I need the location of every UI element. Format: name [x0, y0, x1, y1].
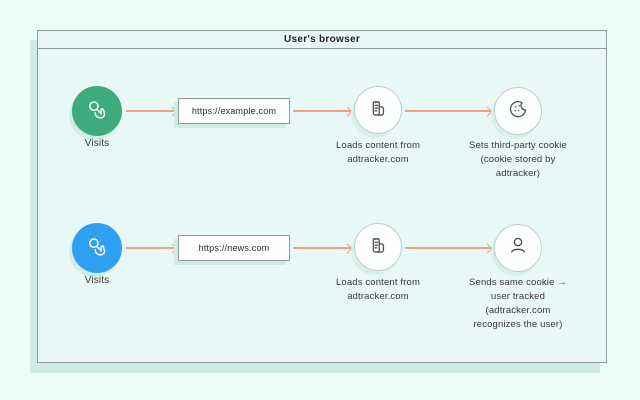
flow-arrow	[405, 110, 491, 112]
flow-arrow	[126, 110, 176, 112]
cookie-node	[494, 87, 542, 135]
load-content-node	[354, 86, 402, 134]
user-tracked-label: Sends same cookie → user tracked (adtrac…	[469, 277, 567, 330]
url-box-news: https://news.com	[178, 235, 290, 261]
load-content-node	[354, 223, 402, 271]
receipt-icon	[363, 230, 393, 265]
load-content-label: Loads content from adtracker.com	[335, 277, 421, 302]
flow-arrow	[126, 247, 176, 249]
visits-label: Visits	[84, 138, 110, 149]
tap-icon	[84, 98, 111, 125]
load-content-label: Loads content from adtracker.com	[335, 140, 421, 165]
url-text: https://example.com	[191, 106, 277, 116]
cookie-icon	[503, 94, 533, 129]
tap-icon	[84, 235, 111, 262]
url-box-example: https://example.com	[178, 98, 290, 124]
flow-arrow	[293, 110, 351, 112]
visit-circle-news	[72, 223, 122, 273]
browser-panel: User's browser	[37, 30, 607, 363]
panel-header: User's browser	[38, 31, 606, 49]
receipt-icon	[363, 93, 393, 128]
flow-arrow	[405, 247, 491, 249]
url-text: https://news.com	[198, 243, 270, 253]
user-tracked-node	[494, 224, 542, 272]
visits-label: Visits	[84, 275, 110, 286]
person-icon	[503, 231, 533, 266]
flow-arrow	[293, 247, 351, 249]
panel-title: User's browser	[283, 34, 361, 45]
set-cookie-label: Sets third-party cookie (cookie stored b…	[469, 140, 567, 179]
visit-circle-example	[72, 86, 122, 136]
